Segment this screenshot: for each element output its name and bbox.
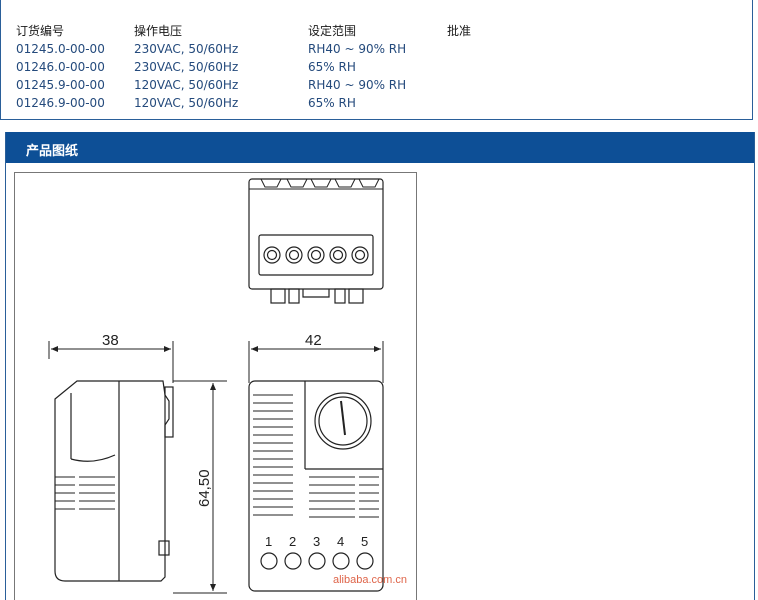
operating-voltage: 230VAC, 50/60Hz: [134, 60, 239, 74]
setting-range: 65% RH: [308, 60, 356, 74]
dial-knob: [314, 392, 372, 450]
product-drawing-panel: 产品图纸: [5, 132, 755, 600]
header-operating-voltage: 操作电压: [134, 24, 183, 38]
side-view: [54, 380, 174, 582]
order-number: 01246.0-00-00: [16, 60, 105, 74]
order-number: 01246.9-00-00: [16, 96, 105, 110]
header-approval: 批准: [447, 24, 472, 38]
spec-table-header-row: 订货编号 操作电压 设定范围 批准: [16, 22, 507, 40]
dim-height-label: 64,50: [196, 469, 213, 507]
terminal-2-label: 2: [289, 534, 296, 549]
table-row: 01246.0-00-00 230VAC, 50/60Hz 65% RH: [16, 58, 507, 76]
header-setting-range: 设定范围: [308, 24, 357, 38]
terminal-5-label: 5: [361, 534, 368, 549]
terminal-1-label: 1: [265, 534, 272, 549]
technical-drawing: 38: [14, 172, 417, 600]
top-terminal-screws: [263, 246, 369, 264]
table-row: 01245.0-00-00 230VAC, 50/60Hz RH40 ~ 90%…: [16, 40, 507, 58]
top-view: [248, 178, 384, 304]
table-row: 01245.9-00-00 120VAC, 50/60Hz RH40 ~ 90%…: [16, 76, 507, 94]
terminal-4-label: 4: [337, 534, 344, 549]
height-dimension: [173, 380, 227, 594]
terminal-3-label: 3: [313, 534, 320, 549]
section-header: 产品图纸: [6, 132, 754, 163]
operating-voltage: 230VAC, 50/60Hz: [134, 42, 239, 56]
dim-width-front-label: 42: [305, 332, 322, 349]
front-width-dimension: [248, 341, 384, 383]
setting-range: RH40 ~ 90% RH: [308, 42, 407, 56]
approval: [447, 76, 507, 94]
terminal-number-labels: 1 2 3 4 5: [265, 534, 368, 549]
technical-drawing-svg: 38: [48, 178, 407, 594]
operating-voltage: 120VAC, 50/60Hz: [134, 96, 239, 110]
front-terminals: [260, 552, 374, 570]
header-order-number: 订货编号: [16, 24, 65, 38]
spec-table: 订货编号 操作电压 设定范围 批准 01245.0-00-00 230VAC, …: [16, 22, 507, 112]
operating-voltage: 120VAC, 50/60Hz: [134, 78, 239, 92]
side-vent-lines: [55, 476, 115, 510]
side-width-dimension: [48, 341, 174, 383]
front-vent-lines: [253, 394, 379, 518]
setting-range: RH40 ~ 90% RH: [308, 78, 407, 92]
order-number: 01245.0-00-00: [16, 42, 105, 56]
approval: [447, 58, 507, 76]
order-number: 01245.9-00-00: [16, 78, 105, 92]
front-view: [248, 380, 384, 592]
setting-range: 65% RH: [308, 96, 356, 110]
dim-width-side-label: 38: [102, 332, 119, 349]
approval: [447, 40, 507, 58]
spec-panel: 订货编号 操作电压 设定范围 批准 01245.0-00-00 230VAC, …: [0, 0, 753, 120]
watermark: alibaba.com.cn: [333, 574, 407, 586]
table-row: 01246.9-00-00 120VAC, 50/60Hz 65% RH: [16, 94, 507, 112]
section-title: 产品图纸: [26, 144, 79, 159]
approval: [447, 94, 507, 112]
